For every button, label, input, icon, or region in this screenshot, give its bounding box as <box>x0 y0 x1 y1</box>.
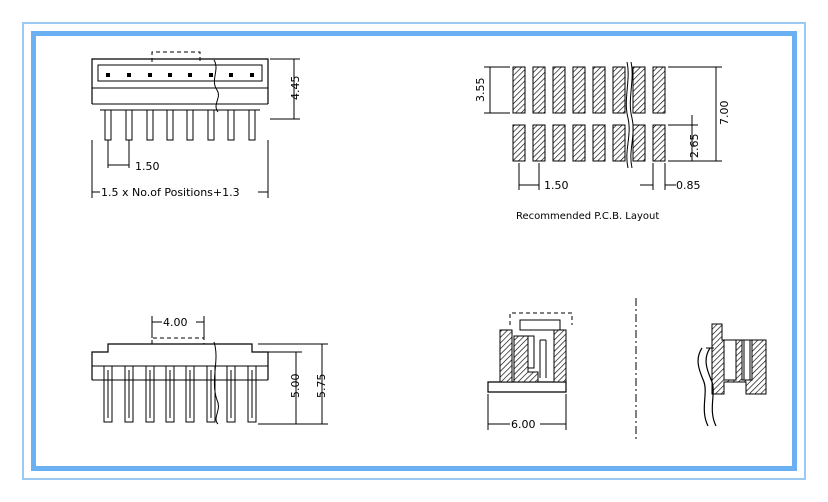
pads-top-row <box>512 66 666 114</box>
dim-body-height-500: 5.00 <box>289 374 302 399</box>
pcb-caption: Recommended P.C.B. Layout <box>516 211 659 222</box>
side-section-2 <box>697 323 767 427</box>
dim-total-height-575: 5.75 <box>315 374 328 399</box>
outer-frame <box>22 22 806 480</box>
dim-formula: 1.5 x No.of Positions+1.3 <box>101 186 240 199</box>
dim-tab-width-400: 4.00 <box>163 316 188 329</box>
dim-depth-600: 6.00 <box>511 418 536 431</box>
pads-bottom-row <box>512 124 666 162</box>
dim-pcb-pitch-150: 1.50 <box>544 179 569 192</box>
side-section-1: 6.00 <box>487 312 573 431</box>
dim-pitch-150: 1.50 <box>135 160 160 173</box>
dim-total-700: 7.00 <box>718 101 731 126</box>
dim-gap-265: 2.65 <box>688 134 701 159</box>
dim-pad-width-085: 0.85 <box>676 179 701 192</box>
front-view-top: 4.45 1.50 1.5 x No.of Positions+1.3 <box>91 51 302 199</box>
dim-row-height-355: 3.55 <box>474 78 487 103</box>
pins <box>100 109 260 141</box>
dim-height-445: 4.45 <box>289 76 302 101</box>
pcb-layout: 3.55 7.00 2.65 1.50 0.85 Recommended P.C… <box>474 61 731 222</box>
inner-frame <box>31 31 797 471</box>
bottom-view: 4.00 5.00 5.75 <box>91 316 328 425</box>
contact-dots <box>106 73 254 77</box>
bottom-contacts <box>103 365 257 423</box>
